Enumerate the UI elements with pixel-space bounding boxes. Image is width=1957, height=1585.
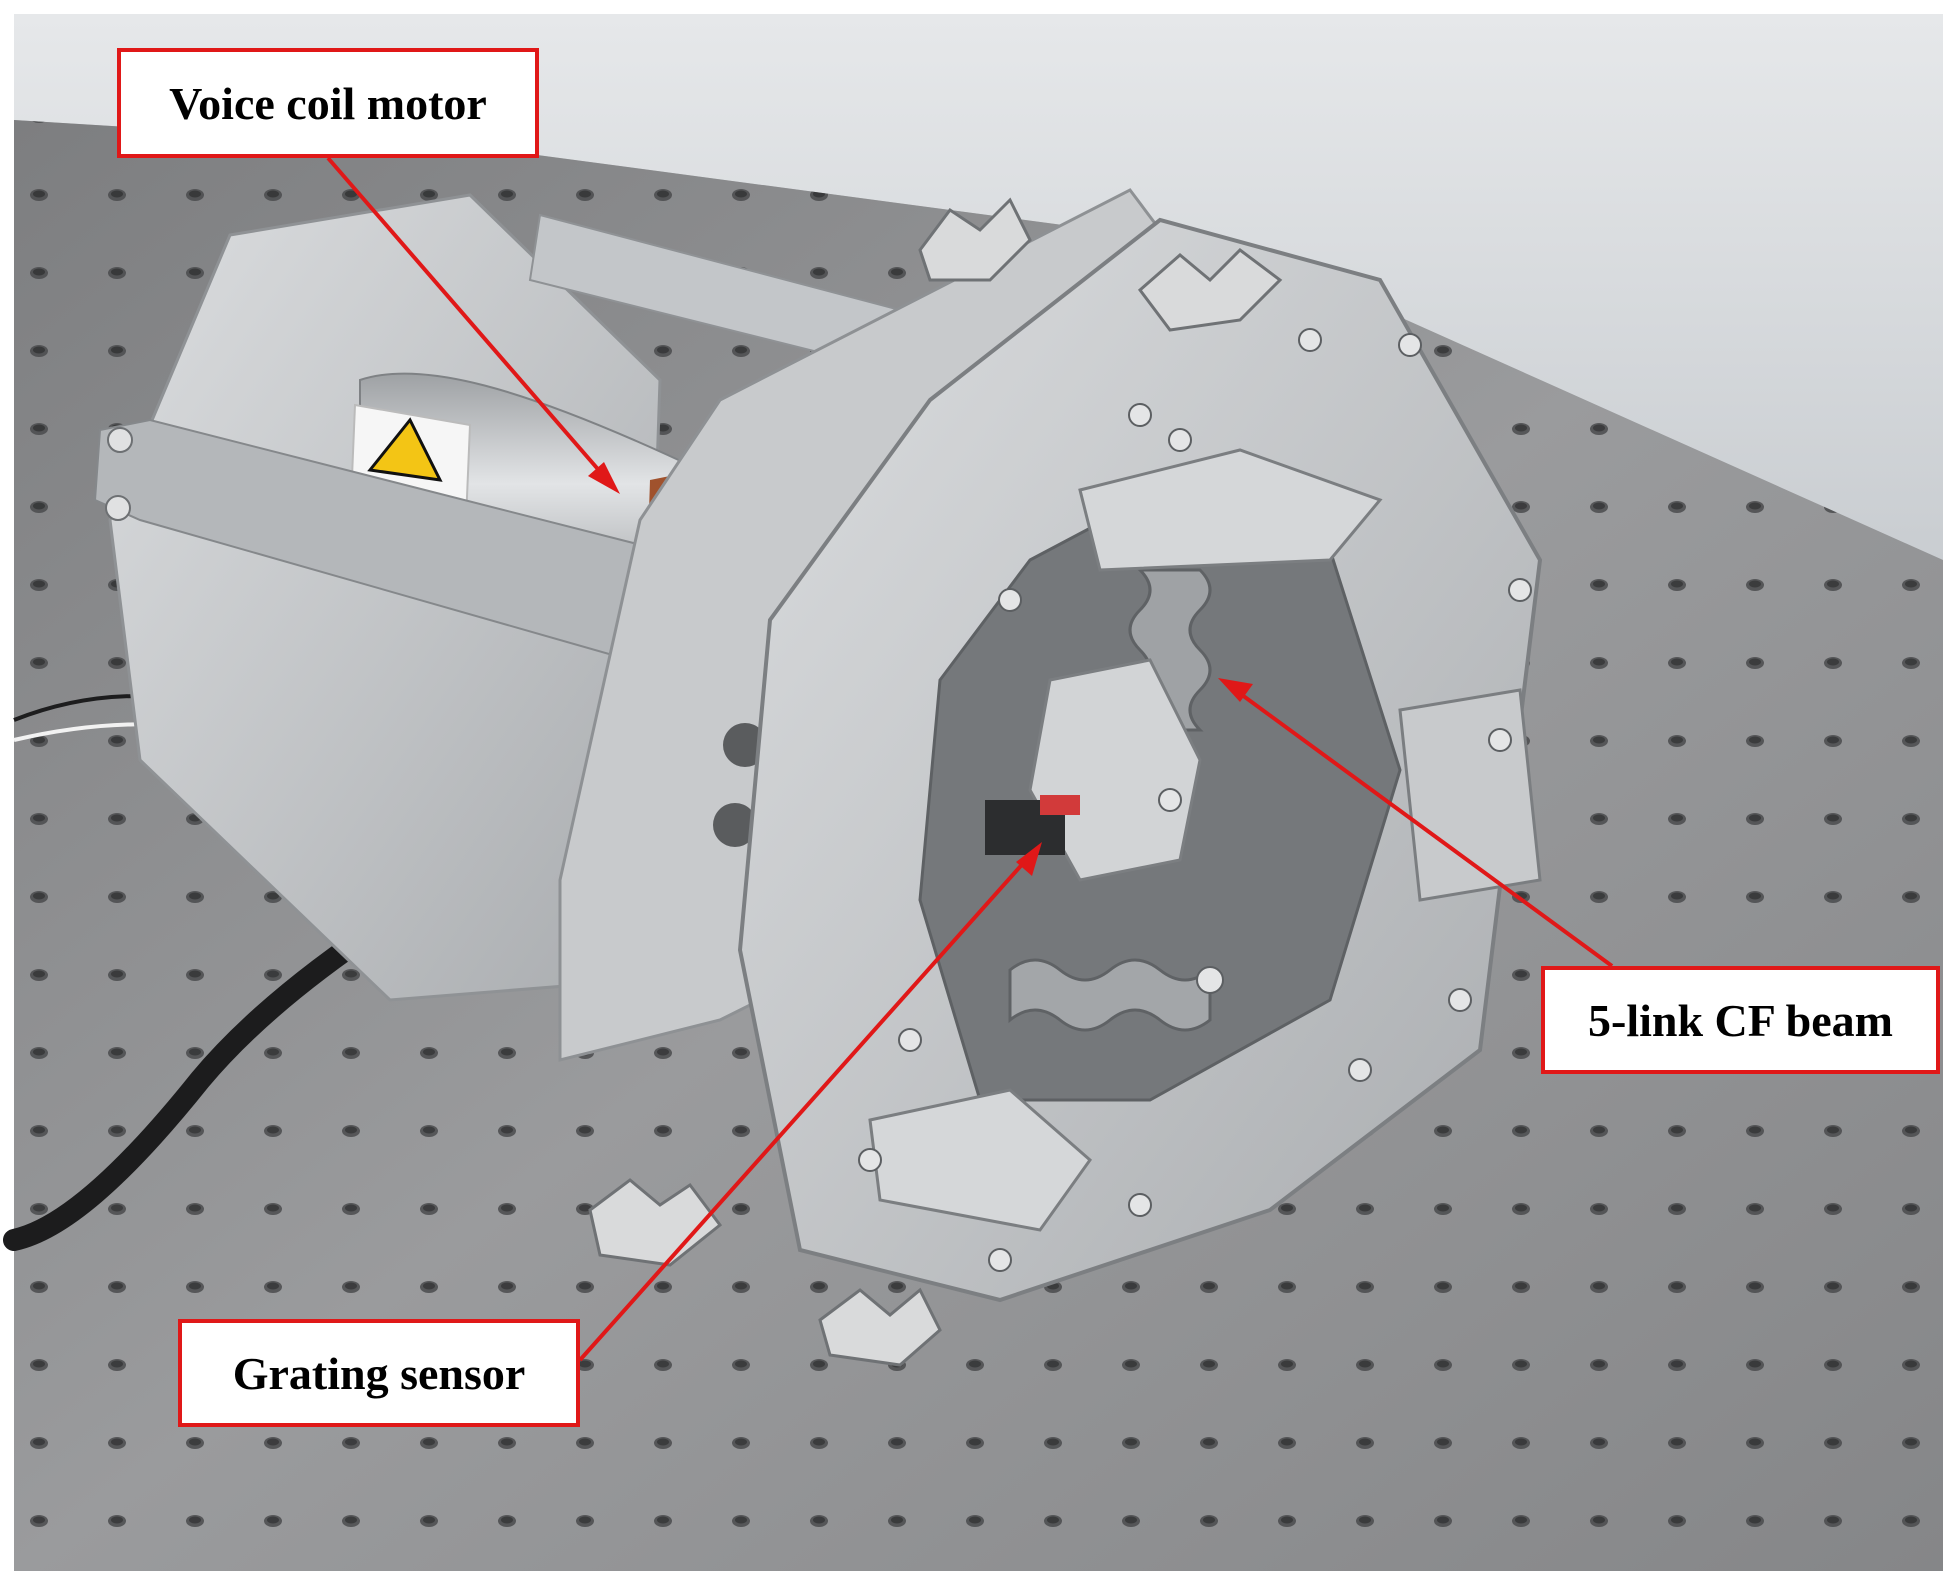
top-clamp <box>1078 448 1383 572</box>
screw <box>107 427 133 453</box>
wing-nut <box>1137 248 1283 332</box>
center-stage <box>1028 658 1202 882</box>
back-wall <box>14 14 1943 560</box>
bottom-clamp <box>868 1088 1093 1232</box>
wing-nut <box>588 1178 723 1267</box>
grating-sensor-led <box>1040 795 1080 815</box>
right-clamp <box>1398 688 1542 902</box>
callout-cf-beam: 5-link CF beam <box>1541 966 1940 1074</box>
warning-triangle-icon <box>367 417 443 482</box>
callout-grating-sensor: Grating sensor <box>178 1319 580 1427</box>
wing-nut <box>818 1287 942 1367</box>
frame-screws <box>858 328 1532 1272</box>
callout-voice-coil-motor: Voice coil motor <box>117 48 539 158</box>
callout-arrows <box>326 156 1614 1362</box>
screw <box>105 495 131 521</box>
wing-nut <box>918 197 1032 282</box>
cf-beam-lower <box>1008 958 1212 1032</box>
frame-hole <box>713 803 757 847</box>
